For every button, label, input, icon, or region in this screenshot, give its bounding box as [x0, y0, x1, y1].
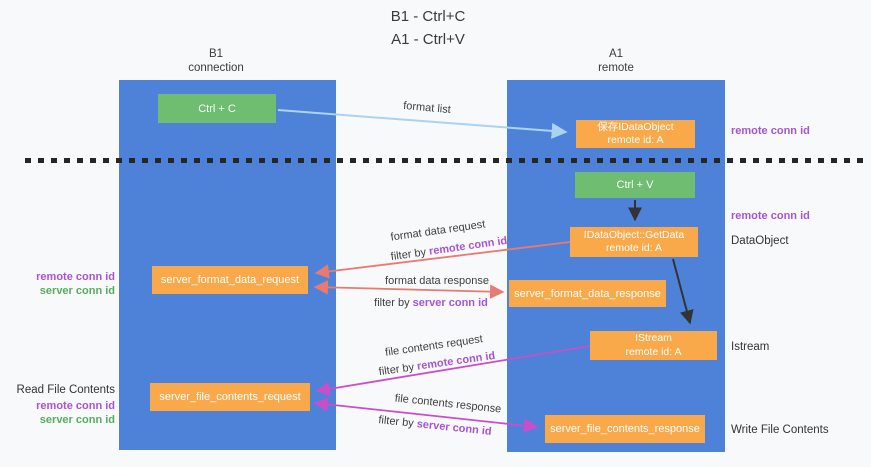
format-list-label: format list [402, 99, 452, 117]
lane-a1-name: A1 [608, 48, 624, 60]
title-line-1: B1 - Ctrl+C [390, 8, 466, 25]
istream-line1: IStream [635, 332, 672, 345]
file-contents-response-filter-label: filter by server conn id [378, 414, 492, 438]
server-format-data-response-box: server_format_data_response [509, 280, 666, 307]
istream-box: IStream remote id: A [590, 331, 717, 360]
server-file-contents-response-label: server_file_contents_response [550, 423, 700, 435]
lane-a1-role: remote [598, 61, 634, 74]
server-file-contents-request-label: server_file_contents_request [159, 391, 301, 403]
getdata-line2: remote id: A [605, 242, 663, 254]
lane-header-a1: A1 remote [536, 48, 696, 76]
server-file-contents-request-box: server_file_contents_request [150, 383, 310, 411]
filter-prefix: filter by [377, 414, 418, 431]
read-file-contents-annotation: Read File Contents [16, 384, 115, 396]
write-file-contents-annotation: Write File Contents [731, 424, 829, 436]
arrow-format-data-response [313, 280, 505, 299]
save-idataobject-line2: remote id: A [607, 134, 664, 146]
server-conn-id-annotation: server conn id [39, 285, 115, 297]
dataobject-annotation: DataObject [731, 235, 789, 247]
save-idataobject-line1: 保存IDataObject [597, 120, 674, 133]
remote-conn-id-annotation: remote conn id [731, 210, 810, 222]
lane-header-b1: B1 connection [136, 48, 296, 76]
filter-prefix: filter by [374, 297, 413, 309]
idataobject-getdata-box: IDataObject::GetData remote id: A [570, 227, 698, 257]
format-data-response-label: format data response [385, 275, 489, 287]
server-format-data-response-label: server_format_data_response [514, 287, 661, 300]
title-line-2: A1 - Ctrl+V [391, 30, 465, 48]
diagram-title: B1 - Ctrl+C A1 - Ctrl+V [318, 6, 538, 51]
server-format-data-request-label: server_format_data_request [160, 274, 300, 286]
remote-conn-id-annotation: remote conn id [731, 125, 810, 137]
filter-prefix: filter by [378, 360, 418, 379]
filter-key-remote-conn-id: remote conn id [428, 234, 508, 258]
istream-line2: remote id: A [625, 345, 682, 358]
remote-conn-id-annotation: remote conn id [36, 400, 115, 412]
save-idataobject-box: 保存IDataObject remote id: A [576, 120, 695, 148]
ctrl-c-label: Ctrl + C [198, 102, 236, 115]
machine-boundary-dashed-line [25, 158, 866, 163]
format-data-response-filter-label: filter by server conn id [374, 297, 488, 309]
lane-b1-role: connection [188, 61, 244, 74]
server-file-contents-response-box: server_file_contents_response [545, 415, 705, 443]
filter-key-server-conn-id: server conn id [416, 418, 493, 438]
server-format-data-request-box: server_format_data_request [152, 266, 308, 294]
ctrl-v-box: Ctrl + V [575, 172, 695, 198]
ctrl-c-box: Ctrl + C [158, 94, 276, 123]
filter-prefix: filter by [390, 245, 430, 264]
lane-b1-name: B1 [208, 48, 224, 60]
remote-conn-id-annotation: remote conn id [36, 271, 115, 283]
filter-key-server-conn-id: server conn id [412, 297, 488, 309]
filter-key-remote-conn-id: remote conn id [416, 349, 496, 373]
istream-annotation: Istream [731, 341, 770, 353]
file-contents-response-label: file contents response [394, 392, 502, 416]
getdata-line1: IDataObject::GetData [583, 228, 685, 241]
ctrl-v-label: Ctrl + V [616, 179, 654, 191]
server-conn-id-annotation: server conn id [39, 414, 115, 426]
